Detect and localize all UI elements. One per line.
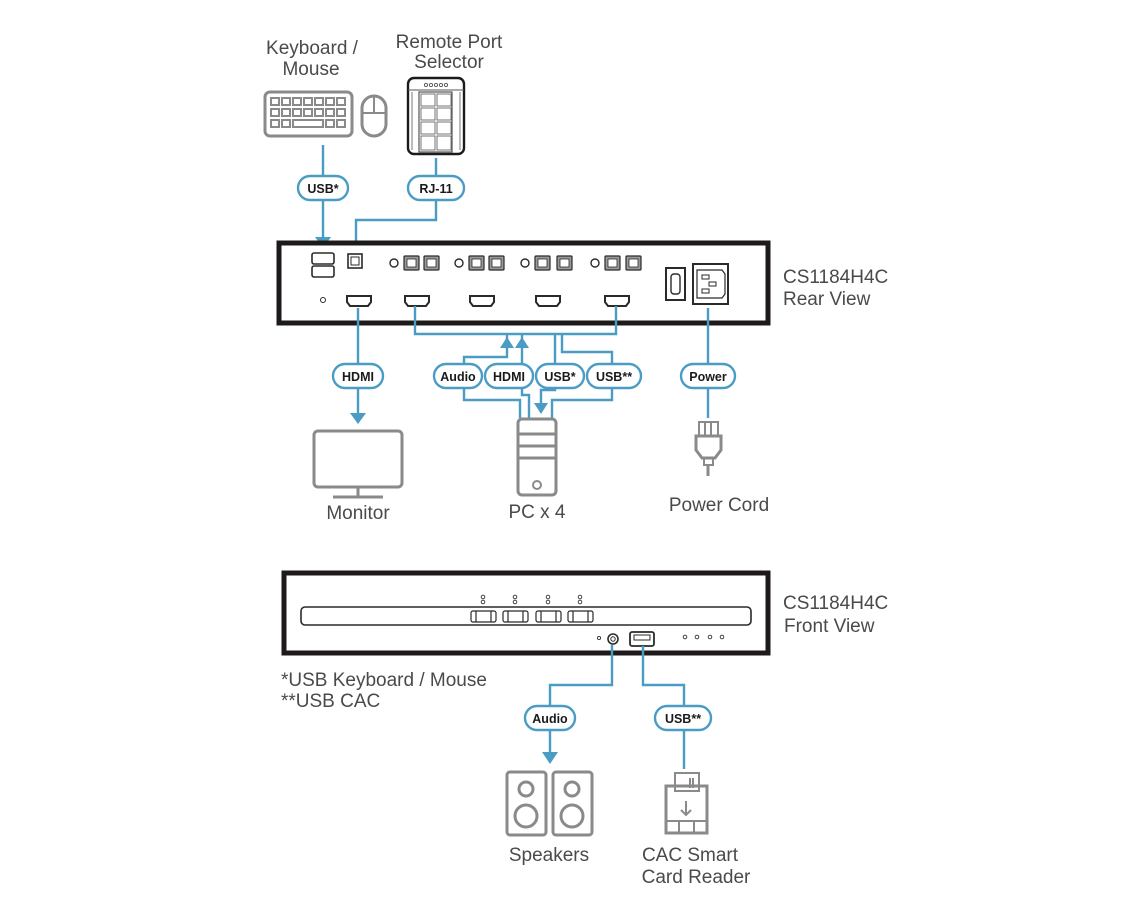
svg-text:HDMI: HDMI [342,370,374,384]
svg-text:Audio: Audio [532,712,568,726]
keyboard-icon [263,90,354,138]
rear-unit-model: CS1184H4C [783,267,888,288]
pc-port-group-1 [389,255,440,271]
pc-label: PC x 4 [508,502,565,523]
front-audio-cable [542,645,614,764]
footnote-usb-keyboard-mouse: *USB Keyboard / Mouse [281,670,487,691]
monitor-icon [312,429,404,499]
svg-text:HDMI: HDMI [493,370,525,384]
pc-port-group-4 [590,255,642,271]
usb-port-icon [311,252,335,265]
svg-text:USB*: USB* [544,370,575,384]
remote-rj11-cable [354,158,438,255]
svg-text:Audio: Audio [440,370,476,384]
front-usb-cac-pill: USB** [653,704,713,732]
cac-reader-label-2: Card Reader [642,867,751,888]
pc-port-group-2 [454,255,505,271]
svg-text:USB**: USB** [596,370,632,384]
svg-text:RJ-11: RJ-11 [419,182,452,196]
rear-unit-view: Rear View [783,289,871,310]
monitor-label: Monitor [326,503,390,524]
hdmi-port-icon [604,295,630,307]
footnote-usb-cac: **USB CAC [281,691,380,712]
mouse-icon [360,94,388,138]
port-selection-buttons [470,610,594,623]
power-inlet-icon [692,263,729,305]
rj11-pill: RJ-11 [406,174,466,202]
pc-tower-icon [516,417,558,497]
front-unit-view: Front View [784,616,875,637]
audio-jack-icon [607,633,619,645]
hdmi-port-icon [346,295,372,307]
usb-port-icon [311,265,335,278]
usb-keyboard-pill: USB* [296,174,350,202]
cac-reader-icon [664,772,709,835]
hdmi-port-icon [404,295,430,307]
power-plug-icon [694,421,723,476]
power-switch-icon [665,267,686,301]
speakers-icon [505,770,594,837]
keyboard-mouse-label-2: Mouse [282,59,339,80]
speakers-label: Speakers [509,845,589,866]
svg-text:USB*: USB* [307,182,338,196]
usb-cac-port-icon [629,631,655,647]
pc-hdmi-pill: HDMI [483,362,535,390]
port-led-group [480,594,583,605]
status-led-group [682,634,725,640]
hdmi-port-icon [469,295,495,307]
keyboard-mouse-label-1: Keyboard / [266,38,359,59]
front-audio-pill: Audio [523,704,577,732]
pc-usb-pill: USB* [534,362,586,390]
power-pill: Power [679,362,737,390]
power-cord-label: Power Cord [669,495,769,516]
hdmi-port-icon [535,295,561,307]
pc-usb-cac-pill: USB** [585,362,643,390]
rear-unit [276,240,771,326]
rj11-port-icon [347,253,363,269]
remote-port-selector-label-1: Remote Port [396,32,503,53]
remote-port-selector-icon [406,76,466,156]
pc-audio-pill: Audio [432,362,484,390]
front-unit [281,570,771,656]
remote-port-selector-label-2: Selector [414,52,484,73]
svg-text:Power: Power [689,370,727,384]
front-unit-model: CS1184H4C [783,593,888,614]
pc-port-group-3 [520,255,573,271]
monitor-hdmi-pill: HDMI [331,362,385,390]
cac-reader-label-1: CAC Smart [642,845,739,866]
svg-text:USB**: USB** [665,712,701,726]
